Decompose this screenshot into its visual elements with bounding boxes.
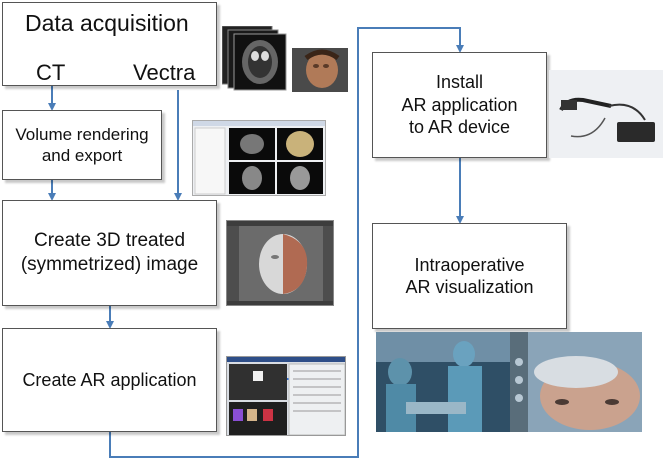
volume-rendering-box: Volume rendering and export	[2, 110, 162, 180]
ar-app-editor-screenshot	[226, 356, 346, 436]
create-3d-line2: (symmetrized) image	[20, 254, 199, 275]
create-ar-box: Create AR application	[2, 328, 217, 432]
volume-render-software-screenshot	[192, 120, 326, 196]
intraop-line1: Intraoperative	[414, 254, 525, 275]
install-ar-box: Install AR application to AR device	[372, 52, 547, 158]
install-ar-line1: Install	[435, 72, 484, 93]
intraop-box: Intraoperative AR visualization	[372, 223, 567, 329]
ar-headset-photo	[549, 70, 663, 158]
create-ar-label: Create AR application	[22, 369, 197, 390]
vectra-label: Vectra	[133, 60, 196, 85]
data-acquisition-title: Data acquisition	[25, 10, 189, 36]
volume-rendering-line2: and export	[41, 146, 123, 165]
vectra-3d-face-image	[292, 48, 348, 92]
create-3d-box: Create 3D treated (symmetrized) image	[2, 200, 217, 306]
install-ar-line2: AR application	[401, 94, 518, 115]
volume-rendering-line1: Volume rendering	[15, 124, 149, 144]
ct-slices-image	[222, 26, 288, 92]
create-3d-line1: Create 3D treated	[33, 230, 186, 252]
install-ar-line3: to AR device	[408, 117, 511, 138]
ct-label: CT	[36, 60, 66, 85]
data-acquisition-box: Data acquisition CT Vectra	[2, 2, 217, 86]
intraoperative-photo	[376, 332, 642, 432]
arrow-createar-to-install	[109, 27, 464, 458]
3d-treated-face-screenshot	[226, 220, 334, 306]
intraop-line2: AR visualization	[405, 277, 534, 297]
